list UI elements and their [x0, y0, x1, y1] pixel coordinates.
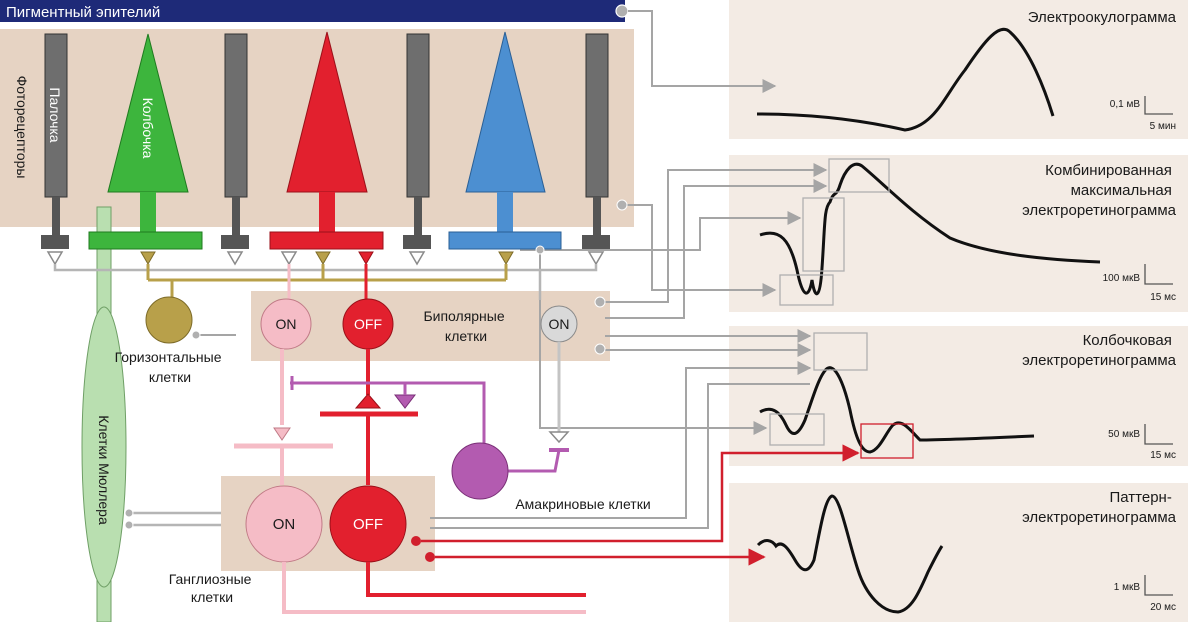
- pattern-scale-bar: [1144, 575, 1173, 596]
- ganglion-cells: ON OFF Ганглиозные клетки: [169, 485, 586, 614]
- amacrine-cell: Амакриновые клетки: [290, 376, 651, 512]
- amacrine-body: [451, 442, 509, 500]
- highlight-box-red: [860, 423, 914, 459]
- panel-title-cone: Колбочковая электроретинограмма: [1022, 332, 1177, 369]
- panel-cone-erg: Колбочковая электроретинограмма 50 мкВ 1…: [729, 326, 1188, 466]
- rod-4: [582, 33, 610, 249]
- muller-cell: Клетки Мюллера: [81, 206, 127, 622]
- photoreceptors-label: Фотор​ецепторы: [14, 76, 30, 179]
- muller-label: Клетки Мюллера: [96, 415, 112, 525]
- cone-scale-time: 15 мс: [1150, 450, 1176, 461]
- rod-2: [221, 33, 249, 249]
- pattern-scale-time: 20 мс: [1150, 602, 1176, 613]
- off-bipolar-label: OFF: [354, 316, 382, 332]
- ganglion-cells-label: Ганглиозные клетки: [169, 571, 256, 605]
- cone-red: [269, 31, 384, 250]
- bipolar-cells-label: Биполярные клетки: [423, 308, 508, 344]
- eog-scale-time: 5 мин: [1150, 121, 1176, 132]
- combined-scale-time: 15 мс: [1150, 292, 1176, 303]
- combined-scale-bar: [1144, 264, 1173, 285]
- muller-body: [81, 306, 127, 588]
- on-bipolar-cell: [260, 298, 312, 350]
- on-ganglion-label: ON: [273, 516, 296, 533]
- on-bipolar-label: ON: [276, 316, 297, 332]
- rod-label: Палочка: [47, 87, 63, 142]
- panel-title-pattern: Паттерн- электроретинограмма: [1022, 489, 1177, 526]
- cone-label: Колбочка: [140, 98, 156, 159]
- amacrine-label: Амакриновые клетки: [515, 496, 650, 512]
- panel-eog: Электроокулограмма 0,1 мВ 5 мин: [729, 0, 1188, 139]
- bipolar-cells: ON OFF ON Биполярные клетки: [260, 298, 578, 350]
- cone-scale-bar: [1144, 424, 1173, 445]
- panel-background: [729, 155, 1188, 312]
- panel-combined-erg: Комбинированная максимальная электрорети…: [729, 155, 1188, 312]
- cone-blue: [448, 31, 562, 250]
- rod-on-bipolar-label: ON: [549, 316, 570, 332]
- panel-title-combined: Комбинированная максимальная электрорети…: [1022, 162, 1177, 219]
- rod-bipolar-line: [53, 264, 598, 272]
- eog-scale-value: 0,1 мВ: [1110, 99, 1141, 110]
- rod-1: Палочка: [41, 33, 69, 249]
- horizontal-cell-body: [145, 296, 193, 344]
- on-ganglion-axon: [282, 562, 586, 614]
- pattern-scale-value: 1 мкВ: [1114, 582, 1141, 593]
- horizontal-cell: Горизонтальные клетки: [115, 251, 514, 385]
- rod-3: [403, 33, 431, 249]
- combined-erg-waveform: [759, 162, 1101, 295]
- pigment-epithelium-bar: [0, 0, 625, 22]
- cone-erg-waveform: [759, 366, 1035, 454]
- grey-wires: [124, 10, 828, 530]
- highlight-box: [779, 274, 834, 306]
- red-wires: [411, 444, 860, 566]
- red-cone-synapse: [358, 251, 374, 265]
- panel-pattern-erg: Паттерн- электроретинограмма 1 мкВ 20 мс: [729, 483, 1188, 622]
- pattern-erg-waveform: [756, 494, 944, 614]
- highlight-box: [828, 158, 890, 193]
- rod-synapses: [46, 251, 605, 266]
- connector-dot: [615, 4, 629, 18]
- eog-scale-bar: [1144, 96, 1173, 115]
- cone-green: Колбочка: [88, 33, 203, 250]
- pigment-epithelium-label: Пигментный эпителий: [6, 4, 160, 21]
- panel-background: [729, 483, 1188, 622]
- cone-scale-value: 50 мкВ: [1108, 429, 1140, 440]
- eog-waveform: [756, 27, 1055, 132]
- photoreceptors: Палочка Колбочка: [41, 31, 610, 250]
- off-ganglion-label: OFF: [353, 516, 383, 533]
- highlight-box: [802, 197, 845, 272]
- combined-scale-value: 100 мкВ: [1103, 273, 1141, 284]
- horizontal-cells-label: Горизонтальные клетки: [115, 349, 226, 385]
- panel-title-eog: Электроокулограмма: [1028, 9, 1177, 26]
- off-ganglion-axon: [366, 562, 586, 597]
- highlight-box: [769, 413, 825, 446]
- highlight-box: [813, 332, 868, 371]
